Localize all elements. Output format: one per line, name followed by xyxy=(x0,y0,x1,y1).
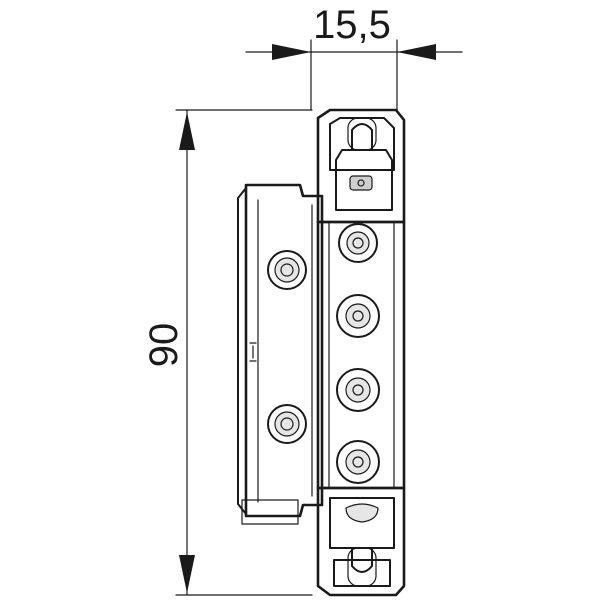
knuckle-screw-hole-4 xyxy=(336,440,380,484)
hinge-body xyxy=(237,108,406,597)
knuckle-screw-hole-1 xyxy=(338,223,378,263)
width-dimension-label: 15,5 xyxy=(313,3,391,47)
width-dimension: 15,5 xyxy=(245,3,463,111)
height-dimension: 90 xyxy=(142,109,313,596)
knuckle-screw-hole-2 xyxy=(336,294,380,338)
mounting-plate xyxy=(237,183,324,525)
top-cap xyxy=(316,108,406,224)
height-dimension-label: 90 xyxy=(142,323,186,368)
height-arrow-top xyxy=(179,112,195,150)
plate-screw-hole-bottom xyxy=(267,404,307,444)
width-arrow-left xyxy=(272,44,311,60)
width-arrow-right xyxy=(397,44,436,60)
height-arrow-bottom xyxy=(179,555,195,593)
knuckle-screw-hole-3 xyxy=(336,368,380,412)
bottom-cap xyxy=(316,486,406,597)
plate-screw-hole-top xyxy=(267,250,307,290)
